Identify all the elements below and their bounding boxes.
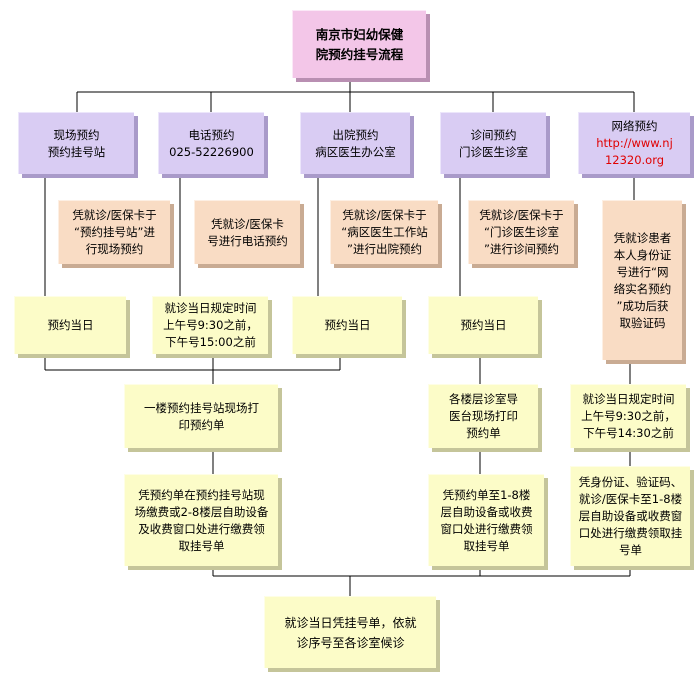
method-clinic: 诊间预约 门诊医生诊室 — [440, 112, 546, 174]
note-discharge: 凭就诊/医保卡于 “病区医生工作站 ”进行出院预约 — [330, 200, 438, 264]
note-onsite-line-1: 凭就诊/医保卡于 — [72, 208, 157, 222]
timing-phone-line-2: 上午号9:30之前， — [163, 318, 258, 332]
method-onsite-location: 预约挂号站 — [47, 144, 106, 159]
note-online-line-6: 取验证码 — [619, 315, 666, 330]
title-line-1: 南京市妇幼保健 — [315, 26, 404, 42]
note-phone-line-1: 凭就诊/医保卡 — [211, 216, 284, 231]
note-online-line-1: 凭就诊患者 — [613, 230, 672, 245]
method-online-name: 网络预约 — [611, 119, 658, 133]
timing-phone-line-3: 下午号15:00之前 — [165, 335, 256, 349]
method-onsite-name: 现场预约 — [53, 127, 100, 142]
pay-online-line-2: 就诊/医保卡至1-8楼 — [578, 492, 683, 506]
print-onsite-station: 一楼预约挂号站现场打 印预约单 — [124, 384, 278, 448]
timing-phone-line-1: 就诊当日规定时间 — [164, 301, 257, 315]
note-clinic-line-3: ”进行诊间预约 — [484, 242, 559, 256]
method-online-url-part2[interactable]: 12320.org — [604, 153, 665, 167]
note-clinic-line-1: 凭就诊/医保卡于 — [479, 208, 564, 222]
method-online-url-part1[interactable]: http://www.nj — [596, 136, 673, 150]
pay-floor-line-2: 层自助设备或收费 — [440, 504, 533, 519]
print-floor-line-2: 医台现场打印 — [449, 409, 518, 423]
note-online: 凭就诊患者 本人身份证 号进行“网 络实名预约 ”成功后获 取验证码 — [602, 200, 682, 360]
flowchart-title: 南京市妇幼保健 院预约挂号流程 — [292, 10, 426, 78]
pay-online-line-5: 号单 — [619, 543, 642, 557]
pay-online-line-3: 层自助设备或收费窗 — [578, 509, 683, 523]
method-phone: 电话预约 025-52226900 — [158, 112, 264, 174]
note-discharge-line-2: “病区医生工作站 — [341, 225, 428, 239]
method-clinic-name: 诊间预约 — [470, 127, 517, 142]
pay-floor-line-4: 取挂号单 — [463, 538, 510, 553]
note-clinic: 凭就诊/医保卡于 “门诊医生诊室 ”进行诊间预约 — [468, 200, 574, 264]
timing-onsite-text: 预约当日 — [47, 318, 94, 332]
method-discharge: 出院预约 病区医生办公室 — [300, 112, 410, 174]
method-online: 网络预约 http://www.nj 12320.org — [578, 112, 690, 174]
note-online-line-3: 号进行“网 — [616, 264, 669, 279]
method-phone-number: 025-52226900 — [169, 144, 254, 159]
pay-onsite: 凭预约单在预约挂号站现 场缴费或2-8楼层自助设备 及收费窗口处进行缴费领 取挂… — [124, 474, 278, 566]
pay-online-line-4: 口处进行缴费领取挂 — [578, 526, 683, 540]
method-onsite: 现场预约 预约挂号站 — [18, 112, 134, 174]
timing-phone: 就诊当日规定时间 上午号9:30之前， 下午号15:00之前 — [152, 296, 268, 354]
timing-online: 就诊当日规定时间 上午号9:30之前， 下午号14:30之前 — [570, 384, 686, 448]
note-online-line-2: 本人身份证 — [613, 247, 672, 262]
pay-floor-line-1: 凭预约单至1-8楼 — [442, 487, 531, 502]
final-step: 就诊当日凭挂号单，依就 诊序号至各诊室候诊 — [264, 596, 436, 668]
timing-discharge-text: 预约当日 — [324, 318, 371, 332]
pay-floor-line-3: 窗口处进行缴费领 — [440, 521, 533, 536]
print-floor-desk: 各楼层诊室导 医台现场打印 预约单 — [428, 384, 538, 448]
note-online-line-5: ”成功后获 — [616, 298, 669, 313]
pay-onsite-line-3: 及收费窗口处进行缴费领 — [138, 521, 265, 536]
method-discharge-location: 病区医生办公室 — [315, 144, 396, 159]
pay-online: 凭身份证、验证码、 就诊/医保卡至1-8楼 层自助设备或收费窗 口处进行缴费领取… — [570, 466, 690, 566]
final-line-2: 诊序号至各诊室候诊 — [296, 635, 405, 650]
timing-online-line-1: 就诊当日规定时间 — [582, 392, 675, 406]
timing-clinic-text: 预约当日 — [460, 318, 507, 332]
note-discharge-line-3: ”进行出院预约 — [347, 242, 422, 256]
method-clinic-location: 门诊医生诊室 — [459, 144, 528, 159]
pay-floor: 凭预约单至1-8楼 层自助设备或收费 窗口处进行缴费领 取挂号单 — [428, 474, 544, 566]
pay-onsite-line-4: 取挂号单 — [178, 538, 225, 553]
print-floor-line-3: 预约单 — [466, 426, 501, 440]
timing-online-line-3: 下午号14:30之前 — [583, 426, 674, 440]
note-clinic-line-2: “门诊医生诊室 — [484, 225, 559, 239]
timing-clinic: 预约当日 — [428, 296, 538, 354]
note-online-line-4: 络实名预约 — [613, 281, 672, 296]
pay-onsite-line-2: 场缴费或2-8楼层自助设备 — [134, 504, 269, 519]
final-line-1: 就诊当日凭挂号单，依就 — [284, 615, 417, 630]
note-phone: 凭就诊/医保卡 号进行电话预约 — [194, 200, 300, 264]
method-discharge-name: 出院预约 — [332, 127, 379, 142]
note-discharge-line-1: 凭就诊/医保卡于 — [342, 208, 427, 222]
print-floor-line-1: 各楼层诊室导 — [449, 392, 518, 406]
pay-online-line-1: 凭身份证、验证码、 — [578, 475, 683, 489]
print-onsite-line-1: 一楼预约挂号站现场打 — [144, 400, 259, 415]
timing-onsite: 预约当日 — [14, 296, 126, 354]
note-onsite-line-3: 行现场预约 — [85, 242, 144, 256]
note-onsite: 凭就诊/医保卡于 “预约挂号站”进 行现场预约 — [58, 200, 170, 264]
timing-online-line-2: 上午号9:30之前， — [581, 409, 676, 423]
timing-discharge: 预约当日 — [292, 296, 402, 354]
title-line-2: 院预约挂号流程 — [315, 46, 404, 62]
pay-onsite-line-1: 凭预约单在预约挂号站现 — [138, 487, 265, 502]
method-phone-name: 电话预约 — [188, 127, 235, 142]
note-onsite-line-2: “预约挂号站”进 — [74, 225, 155, 239]
print-onsite-line-2: 印预约单 — [178, 417, 225, 432]
note-phone-line-2: 号进行电话预约 — [207, 233, 288, 248]
